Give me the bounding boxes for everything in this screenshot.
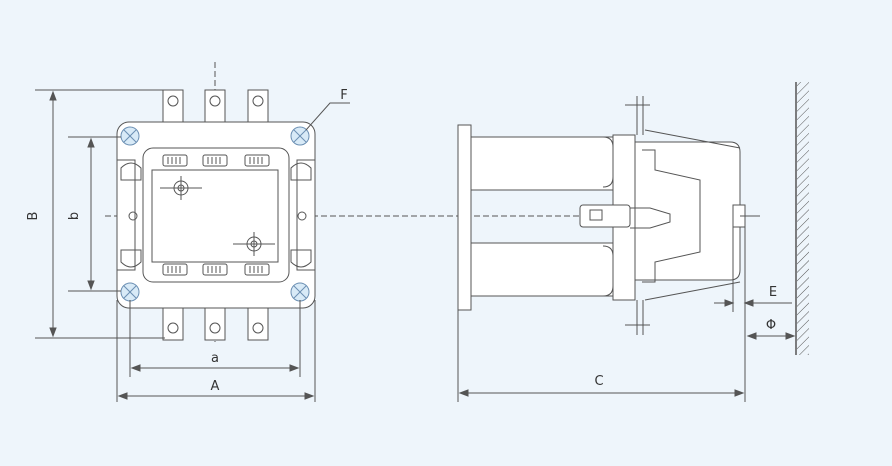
leader-F bbox=[305, 102, 350, 131]
label-phi: Φ bbox=[766, 318, 776, 333]
top-contact-slots bbox=[162, 154, 270, 167]
front-view bbox=[35, 62, 760, 402]
wall-hatch bbox=[797, 82, 809, 355]
label-A: A bbox=[211, 379, 220, 394]
plunger bbox=[579, 204, 631, 228]
coil-housing bbox=[470, 136, 614, 191]
label-a: a bbox=[211, 351, 219, 366]
top-terminals bbox=[162, 89, 269, 123]
label-F: F bbox=[340, 88, 347, 103]
front-case bbox=[634, 141, 741, 281]
label-b: b bbox=[67, 212, 82, 220]
mounting-holes bbox=[120, 126, 310, 302]
bottom-terminals bbox=[162, 304, 269, 341]
back-flange bbox=[457, 124, 472, 311]
label-C: C bbox=[594, 374, 603, 389]
coil-screw-bottom bbox=[233, 232, 275, 256]
bottom-contact-slots bbox=[162, 263, 270, 276]
label-E: E bbox=[769, 285, 777, 300]
label-B: B bbox=[26, 212, 41, 221]
side-view bbox=[457, 82, 809, 402]
coil-screw-top bbox=[160, 176, 202, 200]
